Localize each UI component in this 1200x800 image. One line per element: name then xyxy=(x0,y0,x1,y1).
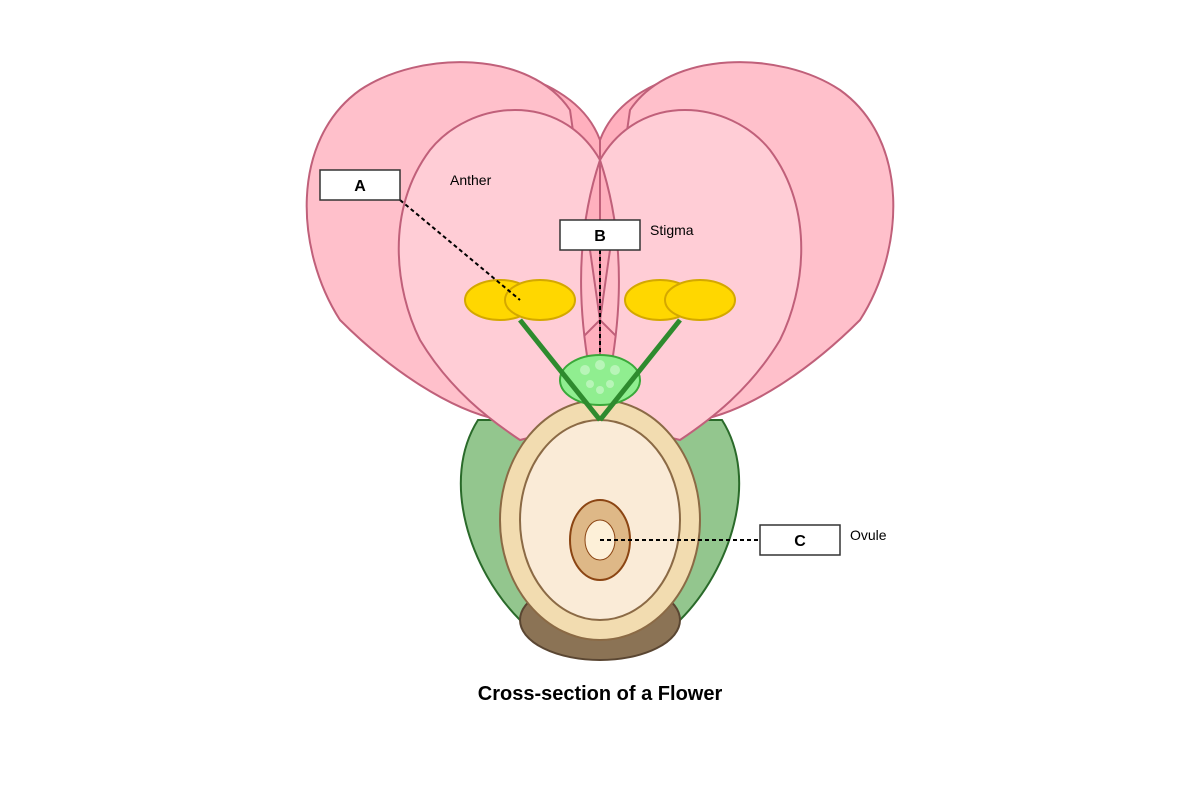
label-box-c-text: C xyxy=(794,533,806,550)
anther-label: Anther xyxy=(450,172,492,188)
anther-right xyxy=(624,279,736,321)
label-box-b-text: B xyxy=(594,228,606,245)
stigma-texture xyxy=(580,360,620,394)
leader-line-a xyxy=(399,199,521,301)
ovule-label: Ovule xyxy=(850,527,887,543)
label-box-a: A xyxy=(319,169,401,201)
label-box-a-text: A xyxy=(354,178,366,195)
stigma-label: Stigma xyxy=(650,222,694,238)
label-box-c: C xyxy=(759,524,841,556)
diagram-title: Cross-section of a Flower xyxy=(478,683,723,705)
filament-right xyxy=(598,318,682,422)
anther-left xyxy=(464,279,576,321)
label-box-b: B xyxy=(559,219,641,251)
filament-left xyxy=(518,318,602,422)
